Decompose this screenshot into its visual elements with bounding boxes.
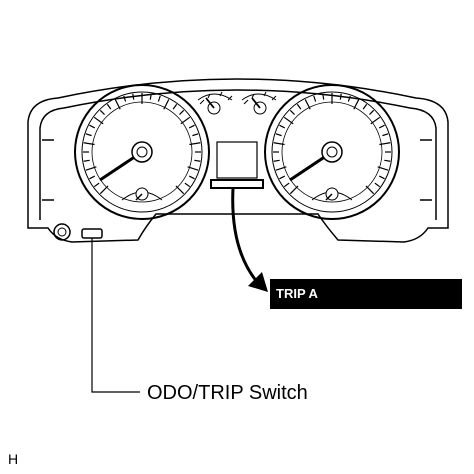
gauge-tick (99, 109, 105, 115)
gauge-tick (289, 109, 295, 115)
gauge-tick (184, 182, 191, 188)
multi-information-display (210, 141, 264, 189)
switch-leader-line (91, 238, 140, 393)
gauge-tick (163, 99, 170, 110)
gauge-tick (279, 175, 286, 180)
gauge-tick (279, 124, 286, 129)
arrow-icon (231, 187, 268, 292)
gauge-tick (189, 142, 201, 146)
gauge-tick (192, 133, 199, 137)
gauge-tick (370, 116, 381, 125)
gauge-tick (273, 142, 285, 146)
gauge-tick (187, 166, 199, 171)
gauge-tick (172, 103, 178, 110)
gauge-tick (157, 95, 161, 102)
speedometer-icon (74, 84, 210, 220)
gauge-tick (296, 103, 302, 110)
odo-trip-switch-icon (81, 228, 103, 239)
instrument-cluster-icon (27, 78, 449, 243)
gauge-tick (304, 99, 311, 110)
gauge-tick (114, 99, 121, 110)
gauge-tick (283, 116, 294, 125)
gauge-tick (194, 159, 201, 162)
gauge-tick (175, 185, 185, 195)
temperature-gauge-icon (241, 91, 277, 115)
gauge-tick (93, 116, 104, 125)
gauge-tick (85, 133, 92, 137)
gauge-tick (384, 159, 391, 162)
gauge-tick (353, 99, 360, 110)
odo-trip-switch-label: ODO/TRIP Switch (147, 382, 308, 404)
gauge-tick (362, 103, 368, 110)
gauge-tick (132, 93, 135, 100)
gauge-tick (93, 182, 100, 188)
gauge-tick (382, 133, 389, 137)
gauge-tick (313, 95, 317, 102)
gauge-tick (89, 124, 96, 129)
gauge-tick (89, 175, 96, 180)
gauge-tick (378, 175, 385, 180)
gauge-tick (149, 93, 152, 100)
gauge-tick (339, 93, 342, 100)
gauge-tick (322, 93, 325, 100)
gauge-tick (188, 124, 195, 129)
gauge-tick (377, 166, 389, 171)
gauge-tick (179, 109, 185, 115)
gauge-tick (188, 175, 195, 180)
gauge-tick (180, 116, 191, 125)
rheostat-knob-icon (53, 223, 71, 241)
gauge-tick (347, 95, 351, 102)
gauge-tick (378, 124, 385, 129)
gauge-tick (106, 103, 112, 110)
tachometer-icon (264, 84, 400, 220)
trip-a-display-callout: TRIP A (270, 279, 462, 309)
gauge-tick (85, 166, 97, 171)
figure-code: H (8, 451, 19, 467)
gauge-tick (374, 182, 381, 188)
gauge-tick (275, 133, 282, 137)
gauge-tick (365, 185, 375, 195)
gauge-tick (379, 142, 391, 146)
gauge-tick (83, 142, 95, 146)
gauge-tick (123, 95, 127, 102)
gauge-tick (369, 109, 375, 115)
gauge-tick (275, 166, 287, 171)
gauge-tick (83, 159, 90, 162)
fuel-gauge-icon (197, 91, 233, 115)
gauge-tick (99, 185, 109, 195)
gauge-tick (289, 185, 299, 195)
gauge-tick (273, 159, 280, 162)
gauge-tick (283, 182, 290, 188)
